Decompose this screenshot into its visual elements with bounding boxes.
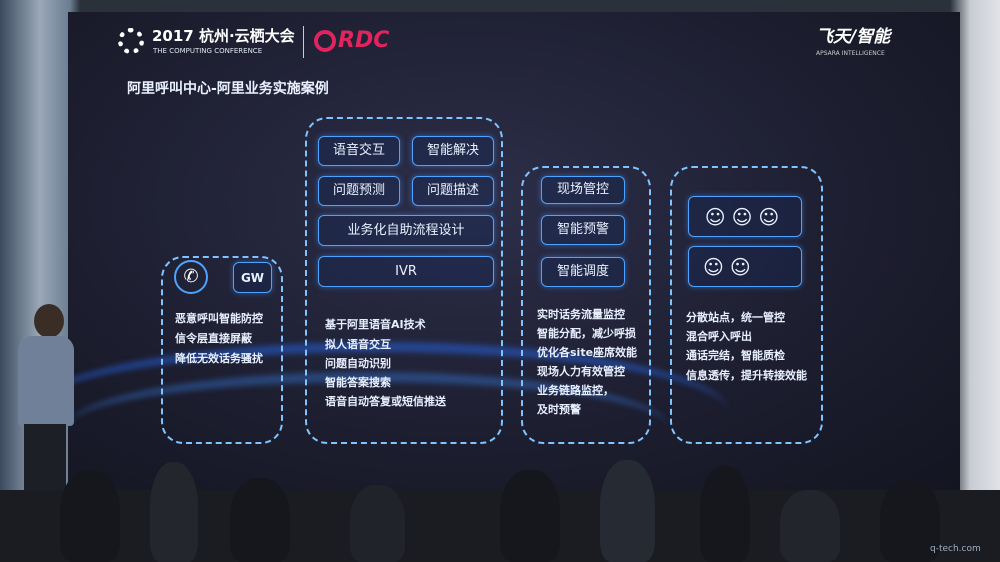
audience-member — [150, 462, 198, 562]
brand-logo: 飞天/智能 — [816, 27, 891, 47]
presentation-slide: 2017 杭州·云栖大会 THE COMPUTING CONFERENCE RD… — [68, 12, 960, 490]
audience-member — [230, 478, 290, 562]
rdc-logo: RDC — [338, 28, 390, 53]
feature-line: 智能分配，减少呼损 — [537, 327, 636, 340]
rdc-logo-icon — [314, 30, 336, 52]
self-service-flow-button: 业务化自助流程设计 — [318, 215, 494, 246]
ivr-button: IVR — [318, 256, 494, 287]
problem-predict-button: 问题预测 — [318, 176, 400, 206]
problem-describe-button: 问题描述 — [412, 176, 494, 206]
gw-panel — [161, 256, 283, 444]
wave-decoration — [68, 372, 668, 482]
people-icon: ☺☺☺ — [688, 196, 802, 237]
conference-subtitle: THE COMPUTING CONFERENCE — [153, 47, 263, 55]
smart-resolve-button: 智能解决 — [412, 136, 494, 166]
smart-dispatch-button: 智能调度 — [541, 257, 625, 287]
feature-line: 实时话务流量监控 — [537, 308, 625, 321]
feature-line: 混合呼入呼出 — [686, 330, 752, 343]
watermark: q-tech.com — [930, 544, 981, 554]
feature-line: 智能答案搜索 — [325, 376, 391, 389]
feature-line: 信息透传，提升转接效能 — [686, 369, 807, 382]
speaker-body — [18, 336, 74, 426]
smart-alert-button: 智能预警 — [541, 215, 625, 245]
feature-line: 拟人语音交互 — [325, 338, 391, 351]
feature-line: 基于阿里语音AI技术 — [325, 318, 426, 331]
phone-icon: ✆ — [174, 260, 208, 294]
brand-subtitle: APSARA INTELLIGENCE — [816, 50, 885, 57]
feature-line: 分散站点，统一管控 — [686, 311, 785, 324]
feature-line: 降低无效话务骚扰 — [175, 352, 263, 365]
divider — [303, 26, 304, 58]
feature-line: 问题自动识别 — [325, 357, 391, 370]
slide-title: 阿里呼叫中心-阿里业务实施案例 — [127, 81, 329, 97]
people-icon: ☺☺ — [688, 246, 802, 287]
sites-panel — [670, 166, 823, 444]
speaker-head — [34, 304, 64, 338]
wave-decoration — [68, 342, 728, 482]
feature-line: 及时预警 — [537, 403, 581, 416]
feature-line: 业务链路监控， — [537, 384, 614, 397]
feature-line: 现场人力有效管控 — [537, 365, 625, 378]
feature-line: 恶意呼叫智能防控 — [175, 312, 263, 325]
conference-name: 2017 杭州·云栖大会 — [152, 27, 295, 45]
voice-interaction-button: 语音交互 — [318, 136, 400, 166]
audience-member — [500, 470, 560, 562]
ivr-panel — [305, 117, 503, 444]
feature-line: 语音自动答复或短信推送 — [325, 395, 446, 408]
conference-logo-icon — [118, 28, 144, 54]
audience-member — [60, 470, 120, 562]
audience-member — [880, 480, 940, 562]
feature-line: 通话完结，智能质检 — [686, 349, 785, 362]
monitor-panel — [521, 166, 651, 444]
audience-member — [700, 466, 750, 562]
audience-member — [600, 460, 655, 562]
onsite-control-button: 现场管控 — [541, 176, 625, 204]
gw-button: GW — [233, 262, 272, 293]
feature-line: 信令层直接屏蔽 — [175, 332, 252, 345]
audience-member — [780, 490, 840, 562]
audience-member — [350, 485, 405, 562]
feature-line: 优化各site座席效能 — [537, 346, 638, 359]
